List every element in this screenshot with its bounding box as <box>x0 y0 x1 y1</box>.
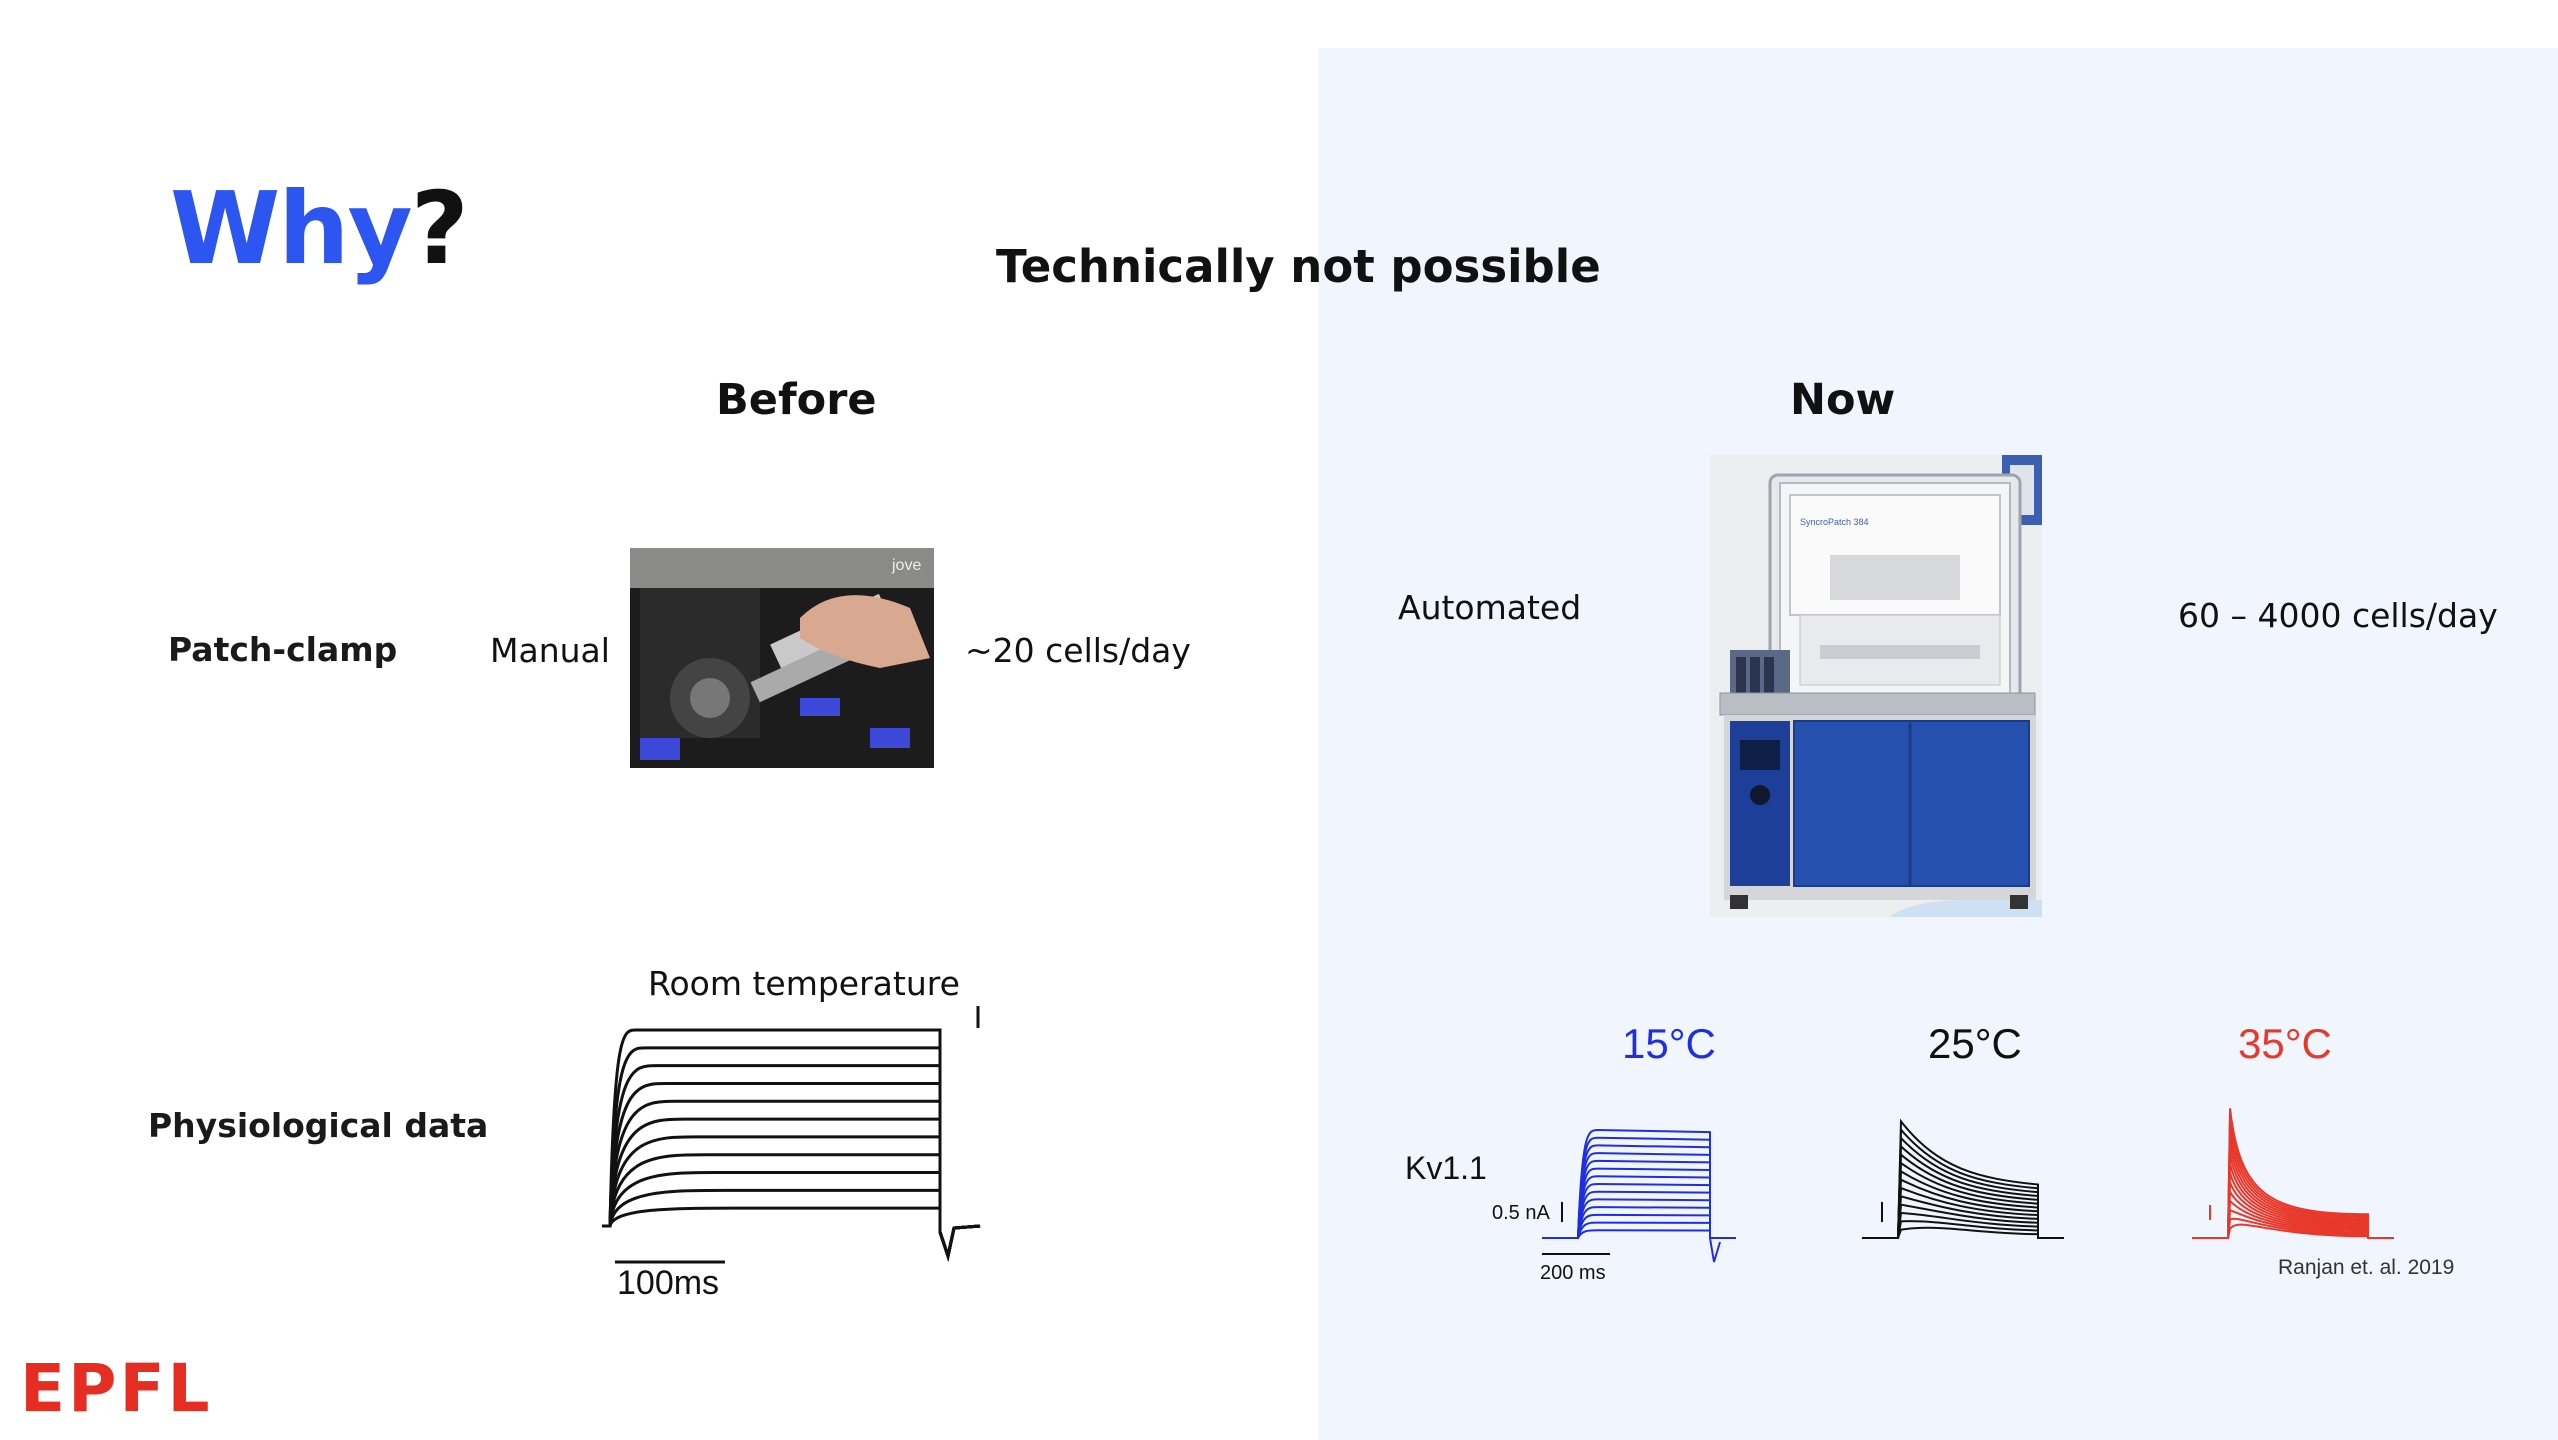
epfl-logo: EPFL <box>20 1350 213 1427</box>
blue-trace <box>1542 1128 1736 1239</box>
before-trace <box>602 1046 981 1262</box>
black-trace <box>1862 1169 2064 1239</box>
before-throughput: ~20 cells/day <box>965 631 1191 670</box>
photo-watermark: jove <box>891 557 921 574</box>
red-trace <box>2192 1108 2394 1239</box>
blue-trace <box>1542 1229 1736 1239</box>
now-method: Automated <box>1398 588 1582 627</box>
before-trace <box>602 1171 981 1262</box>
blue-trace <box>1542 1198 1736 1239</box>
temperature-current-traces <box>1542 1108 2394 1263</box>
citation: Ranjan et. al. 2019 <box>2278 1256 2455 1279</box>
red-trace <box>2192 1117 2394 1239</box>
before-trace <box>602 1153 981 1262</box>
before-trace-group <box>602 1028 981 1262</box>
before-time-scale-label: 100ms <box>617 1264 720 1302</box>
blue-trace <box>1542 1152 1736 1239</box>
red-trace <box>2192 1163 2394 1239</box>
trace-group-35c <box>2192 1108 2394 1239</box>
before-heading: Before <box>716 375 877 425</box>
before-trace <box>602 1206 981 1262</box>
row-label-patch-clamp: Patch-clamp <box>168 630 398 669</box>
before-trace <box>602 1099 981 1262</box>
slide-title: Why? <box>170 170 469 287</box>
blue-trace <box>1542 1167 1736 1239</box>
red-trace <box>2192 1154 2394 1239</box>
before-condition: Room temperature <box>648 964 960 1003</box>
before-trace <box>602 1028 981 1262</box>
room-temp-current-traces <box>602 1006 981 1264</box>
temp-25-label: 25°C <box>1928 1020 2022 1067</box>
trace-group-15c <box>1542 1128 1736 1263</box>
before-trace <box>602 1188 981 1262</box>
red-trace <box>2192 1145 2394 1239</box>
black-trace <box>1862 1152 2064 1239</box>
temp-15-label: 15°C <box>1622 1020 1716 1067</box>
channel-label: Kv1.1 <box>1405 1150 1487 1186</box>
red-trace <box>2192 1223 2394 1239</box>
before-method: Manual <box>490 631 610 670</box>
blue-trace <box>1542 1213 1736 1239</box>
machine-label: SyncroPatch 384 <box>1800 517 1869 527</box>
red-trace <box>2192 1126 2394 1239</box>
row-label-physiological-data: Physiological data <box>148 1106 489 1145</box>
trace-group-25c <box>1862 1118 2064 1239</box>
red-trace <box>2192 1217 2394 1239</box>
time-scale-label: 200 ms <box>1540 1262 1606 1284</box>
manual-rig-illustration: jove <box>630 548 934 768</box>
tail-current <box>1709 1237 1721 1263</box>
black-trace <box>1862 1118 2064 1239</box>
black-trace <box>1862 1135 2064 1239</box>
before-trace <box>602 1064 981 1262</box>
black-trace <box>1862 1144 2064 1239</box>
slide-subtitle: Technically not possible <box>996 240 1601 293</box>
syncropatch-machine-illustration: SyncroPatch 384 <box>1710 455 2042 917</box>
before-trace <box>602 1081 981 1262</box>
current-scale-label: 0.5 nA <box>1492 1202 1550 1224</box>
temp-35-label: 35°C <box>2238 1020 2332 1067</box>
now-throughput: 60 – 4000 cells/day <box>2178 596 2498 635</box>
manual-rig-photo: jove <box>630 548 934 768</box>
red-trace <box>2192 1136 2394 1239</box>
automated-patch-clamp-photo: SyncroPatch 384 <box>1710 455 2042 917</box>
title-word: Why <box>170 170 413 287</box>
black-trace <box>1862 1127 2064 1239</box>
title-question-mark: ? <box>410 170 469 287</box>
black-trace <box>1862 1161 2064 1239</box>
now-heading: Now <box>1790 375 1896 425</box>
